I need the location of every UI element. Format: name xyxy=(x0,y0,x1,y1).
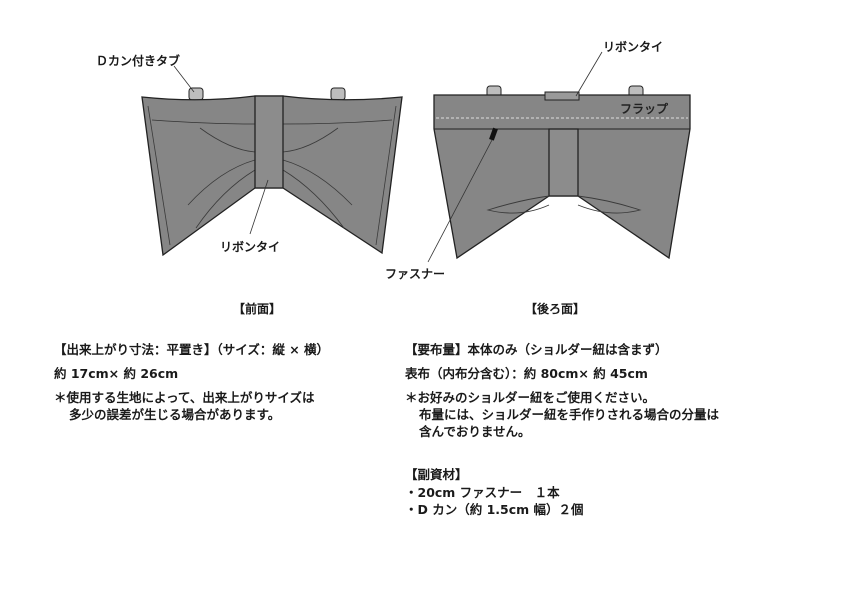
materials-heading: 【副資材】 xyxy=(405,467,468,482)
back-fold-lines xyxy=(486,195,642,214)
finished-size-value: 約 17cm× 約 26cm xyxy=(54,366,179,381)
fabric-note-2: 布量には、ショルダー紐を手作りされる場合の分量は xyxy=(419,407,720,422)
d-ring-tab-left xyxy=(188,87,204,101)
leader-ribbon-tie-back xyxy=(575,51,603,97)
finished-size-heading: 【出来上がり寸法：平置き】（サイズ：縦 × 横） xyxy=(54,342,330,357)
label-d-ring-tab: Ｄカン付きタブ xyxy=(96,54,181,68)
label-flap: フラップ xyxy=(620,102,669,116)
front-view-illustration xyxy=(141,65,403,257)
back-view-label: 【後ろ面】 xyxy=(525,302,586,316)
back-view-illustration xyxy=(427,51,691,263)
front-top-stitch xyxy=(151,119,393,125)
leader-d-ring-tab xyxy=(173,65,195,93)
label-ribbon-tie-back: リボンタイ xyxy=(603,40,664,54)
front-view-label: 【前面】 xyxy=(233,302,282,316)
bag-diagram xyxy=(141,51,691,263)
back-ribbon-band xyxy=(548,128,579,197)
fabric-note-1: ＊お好みのショルダー紐をご使用ください。 xyxy=(405,390,656,405)
fabric-note-3: 含んでおりません。 xyxy=(419,424,531,439)
zipper-pull xyxy=(489,127,498,141)
leader-ribbon-tie-front xyxy=(249,179,269,235)
fabric-value: 表布（内布分含む）：約 80cm× 約 45cm xyxy=(405,366,648,381)
materials-item-d-ring: ・D カン（約 1.5cm 幅）２個 xyxy=(405,502,584,517)
leader-zipper xyxy=(427,139,493,263)
back-ribbon-tab xyxy=(544,91,580,101)
finished-size-note-2: 多少の誤差が生じる場合があります。 xyxy=(69,407,281,422)
front-ribbon-band xyxy=(254,95,284,189)
fabric-heading: 【要布量】本体のみ（ショルダー紐は含まず） xyxy=(405,342,668,357)
label-ribbon-tie-front: リボンタイ xyxy=(220,240,281,254)
label-zipper: ファスナー xyxy=(385,267,446,281)
front-fold-lines xyxy=(147,105,397,246)
d-ring-tab-right xyxy=(330,87,346,101)
finished-size-note-1: ＊使用する生地によって、出来上がりサイズは xyxy=(54,390,315,405)
materials-item-zipper: ・20cm ファスナー １本 xyxy=(405,485,560,500)
